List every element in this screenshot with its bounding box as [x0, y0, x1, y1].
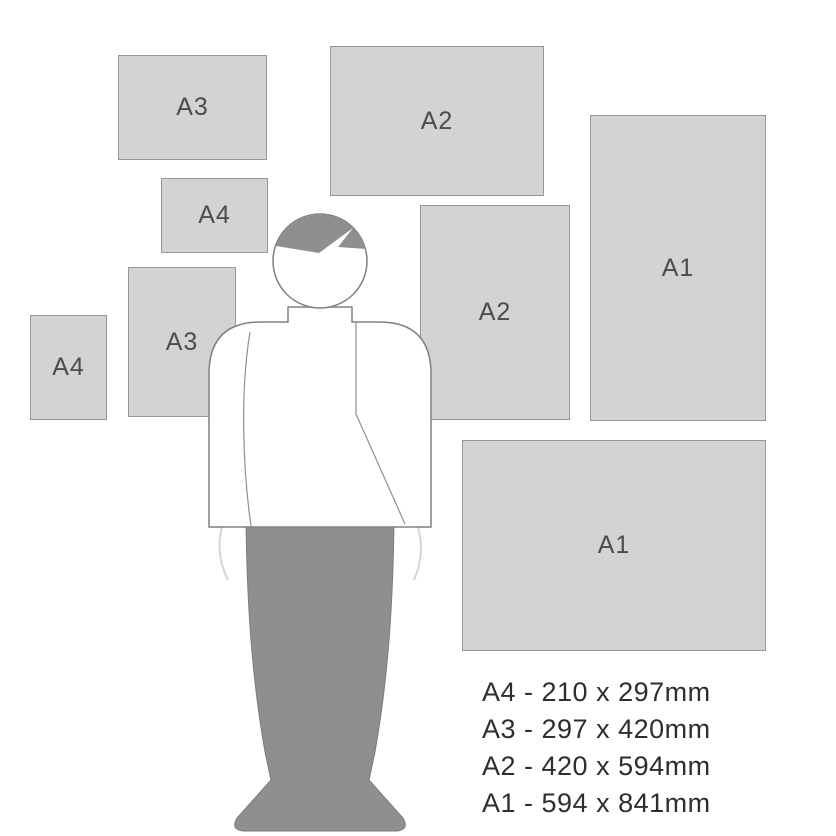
paper-label-a4-landscape: A4 [198, 201, 231, 229]
hip-line-left [218, 515, 229, 581]
legend-line-a2: A2 - 420 x 594mm [482, 751, 711, 781]
legend-line-a4: A4 - 210 x 297mm [482, 677, 711, 707]
paper-label-a2-landscape: A2 [420, 106, 454, 135]
paper-label-a3-landscape: A3 [176, 93, 209, 121]
paper-a1-landscape: A1 [462, 440, 766, 651]
person-head [272, 213, 368, 309]
legend-line-a1: A1 - 594 x 841mm [482, 788, 711, 818]
person-hair [276, 214, 353, 253]
paper-a3-portrait: A3 [128, 267, 236, 417]
hip-line-right [413, 515, 422, 581]
shirt-seam-left [243, 331, 252, 527]
paper-label-a1-landscape: A1 [597, 531, 631, 559]
legend-line-a3: A3 - 297 x 420mm [482, 714, 711, 744]
paper-label-a3-portrait: A3 [165, 327, 199, 356]
paper-a1-portrait: A1 [590, 115, 766, 421]
paper-a3-landscape: A3 [118, 55, 267, 160]
shirt-opening-line [355, 322, 406, 525]
paper-a4-portrait: A4 [30, 315, 107, 420]
person-trousers [234, 519, 406, 832]
size-legend: A4 - 210 x 297mm A3 - 297 x 420mm A2 - 4… [482, 674, 711, 822]
paper-label-a2-portrait: A2 [478, 298, 512, 326]
paper-a2-landscape: A2 [330, 46, 544, 196]
paper-a2-portrait: A2 [420, 205, 570, 420]
paper-a4-landscape: A4 [161, 178, 268, 253]
paper-label-a1-portrait: A1 [661, 253, 695, 282]
paper-label-a4-portrait: A4 [52, 353, 85, 381]
person-hair-right [338, 228, 366, 249]
person-torso [208, 306, 432, 528]
